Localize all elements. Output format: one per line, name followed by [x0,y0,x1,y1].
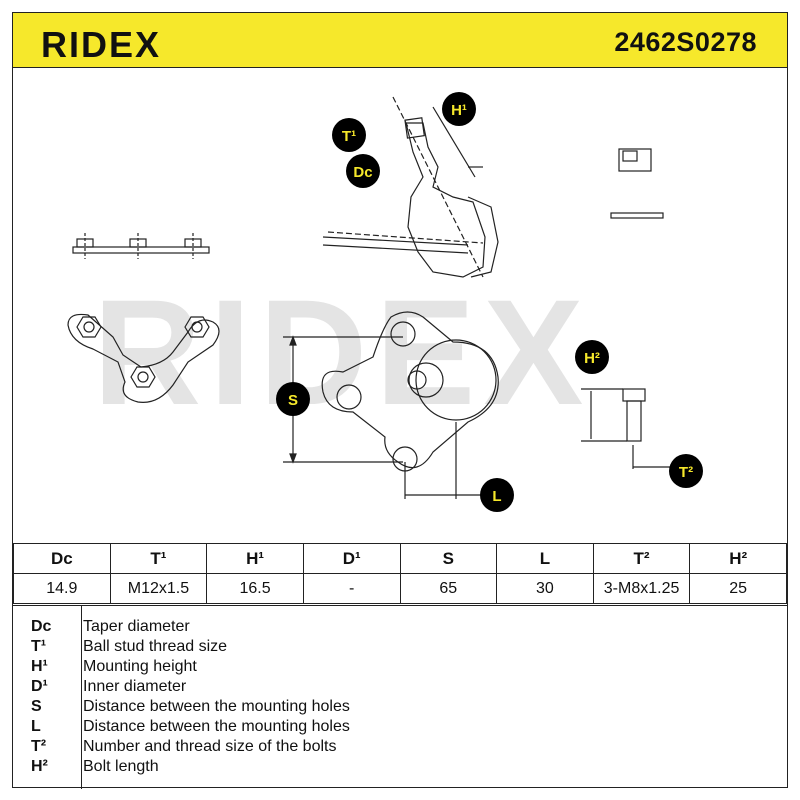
spec-header: S [399,543,498,574]
spec-value: M12x1.5 [109,573,208,604]
logo-text: RIDEX [41,27,161,61]
ball-joint-front-view [283,311,499,499]
spec-value-row: 14.9 M12x1.5 16.5 - 65 30 3-M8x1.25 25 [13,573,787,604]
spec-header: L [496,543,594,574]
plate-side-view [72,233,210,259]
bolt-drawing [581,388,673,469]
legend-desc: Bolt length [83,758,159,775]
legend-divider [81,606,82,789]
drawing-canvas: T¹ Dc H¹ S L H² T² [67,92,703,512]
part-number: 2462S0278 [614,27,757,57]
legend-row: L Distance between the mounting holes [13,718,787,738]
legend-code: D¹ [31,678,48,695]
legend-code: L [31,718,41,735]
badge-t1-text: T¹ [342,128,356,145]
nut-drawing [610,148,664,219]
legend-row: S Distance between the mounting holes [13,698,787,718]
spec-value: 3-M8x1.25 [592,573,691,604]
badge-dc-text: Dc [353,164,372,181]
legend: Dc Taper diameter T¹ Ball stud thread si… [13,605,787,789]
badge-dc [346,154,380,188]
legend-code: T² [31,738,47,755]
spec-value: - [302,573,401,604]
badge-t1 [332,118,366,152]
legend-code: H² [31,758,48,775]
legend-desc: Distance between the mounting holes [83,698,350,715]
badge-l [480,478,514,512]
legend-row: D¹ Inner diameter [13,678,787,698]
legend-desc: Mounting height [83,658,197,675]
page-frame [12,12,788,788]
legend-code: S [31,698,42,715]
badge-t2 [669,454,703,488]
legend-desc: Number and thread size of the bolts [83,738,337,755]
legend-desc: Inner diameter [83,678,187,695]
ball-joint-side-view [322,96,499,278]
legend-desc: Ball stud thread size [83,638,228,655]
badge-l-text: L [492,488,501,505]
badge-h2-text: H² [584,350,600,367]
legend-row: T² Number and thread size of the bolts [13,738,787,758]
technical-drawing: RIDEX [13,67,787,543]
header-bar: RIDEX 2462S0278 [13,13,787,68]
legend-row: T¹ Ball stud thread size [13,638,787,658]
badge-s-text: S [288,392,298,409]
plate-top-view [67,313,220,403]
legend-desc: Distance between the mounting holes [83,718,350,735]
legend-code: Dc [31,618,52,635]
spec-table: Dc T¹ H¹ D¹ S L T² H² 14.9 M12x1.5 16.5 … [13,543,787,604]
spec-value: 30 [496,573,594,604]
badge-h2 [575,340,609,374]
dimension-labels: T¹ Dc H¹ S L H² T² [276,92,703,512]
legend-row: H² Bolt length [13,758,787,778]
spec-header: H² [689,543,787,574]
spec-header: Dc [13,543,111,574]
spec-header: H¹ [206,543,304,574]
spec-value: 14.9 [13,573,111,604]
spec-value: 16.5 [206,573,304,604]
badge-h1-text: H¹ [451,102,467,119]
legend-desc: Taper diameter [83,618,190,635]
legend-code: T¹ [31,638,47,655]
spec-header: T¹ [109,543,208,574]
spec-value: 65 [399,573,498,604]
spec-header: D¹ [302,543,401,574]
ridex-logo: RIDEX [41,27,161,61]
legend-code: H¹ [31,658,48,675]
badge-t2-text: T² [679,464,693,481]
legend-row: Dc Taper diameter [13,618,787,638]
badge-h1 [442,92,476,126]
spec-value: 25 [689,573,787,604]
spec-header: T² [592,543,691,574]
spec-header-row: Dc T¹ H¹ D¹ S L T² H² [13,543,787,574]
legend-row: H¹ Mounting height [13,658,787,678]
badge-s [276,382,310,416]
